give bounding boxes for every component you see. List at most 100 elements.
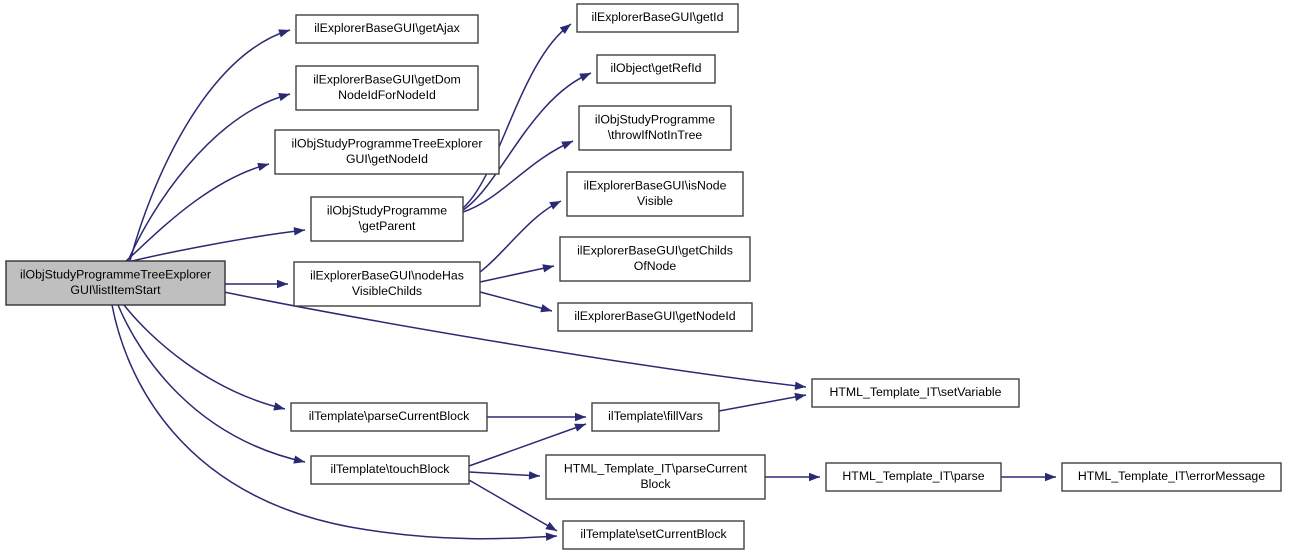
node-label: ilObjStudyProgramme\throwIfNotInTree (595, 113, 715, 143)
arrow-head-icon (545, 532, 557, 541)
call-graph-node-touchBlock[interactable]: ilTemplate\touchBlock (310, 455, 470, 485)
call-edge-root-to-getDomNodeIdForNodeId (127, 92, 291, 262)
call-edge-getParent-to-getId (462, 23, 572, 209)
node-label: ilExplorerBaseGUI\getNodeId (574, 309, 735, 323)
node-box[interactable] (576, 3, 739, 33)
call-edge-fillVars-to-setVariable (718, 392, 807, 412)
call-edge-root-to-nodeHasVisibleChilds (225, 279, 288, 289)
arrow-head-icon (561, 141, 573, 150)
call-edge-root-to-setVariable (223, 291, 807, 390)
node-box[interactable] (825, 462, 1002, 492)
arrow-head-icon (575, 412, 586, 422)
node-label: ilTemplate\touchBlock (331, 462, 451, 476)
node-label: HTML_Template_IT\parse (842, 469, 984, 483)
call-edge-root-to-setCurrentBlock (111, 304, 558, 541)
call-graph-node-errorMessage[interactable]: HTML_Template_IT\errorMessage (1061, 462, 1282, 492)
node-box[interactable] (545, 454, 766, 500)
arrow-head-icon (809, 472, 820, 482)
arrow-head-icon (794, 392, 806, 402)
arrow-head-icon (273, 402, 285, 411)
node-box[interactable] (295, 14, 479, 44)
arrow-head-icon (579, 73, 591, 82)
node-box[interactable] (1061, 462, 1282, 492)
arrow-head-icon (540, 304, 552, 313)
arrow-head-icon (559, 24, 571, 35)
arrow-head-icon (257, 162, 269, 171)
node-label: ilExplorerBaseGUI\getAjax (314, 21, 460, 35)
call-edge-root-to-getParent (127, 227, 306, 263)
arrow-head-icon (545, 521, 557, 531)
call-edge-touchBlock-to-itParseCurrentBlock (468, 471, 541, 480)
node-box[interactable] (557, 302, 753, 332)
call-graph-node-getNodeId[interactable]: ilExplorerBaseGUI\getNodeId (557, 302, 753, 332)
call-graph-node-itParse[interactable]: HTML_Template_IT\parse (825, 462, 1002, 492)
call-edge-touchBlock-to-fillVars (468, 423, 587, 467)
call-edge-root-to-getAjax (129, 29, 291, 262)
call-graph-node-setVariable[interactable]: HTML_Template_IT\setVariable (811, 378, 1020, 408)
node-label: ilTemplate\parseCurrentBlock (309, 409, 470, 423)
call-edge-itParse-to-errorMessage (1001, 472, 1056, 482)
node-label: ilTemplate\setCurrentBlock (580, 527, 727, 541)
call-graph-node-getId[interactable]: ilExplorerBaseGUI\getId (576, 3, 739, 33)
node-label: ilObject\getRefId (611, 61, 702, 75)
arrow-head-icon (1045, 472, 1056, 482)
arrow-head-icon (293, 455, 305, 464)
node-box[interactable] (310, 196, 464, 242)
edge-layer (111, 23, 1056, 541)
call-graph-node-getAjax[interactable]: ilExplorerBaseGUI\getAjax (295, 14, 479, 44)
node-box[interactable] (578, 105, 732, 151)
node-box[interactable] (591, 402, 720, 432)
node-box[interactable] (562, 520, 745, 550)
node-box[interactable] (559, 236, 751, 282)
node-box[interactable] (596, 54, 716, 84)
node-label: HTML_Template_IT\setVariable (830, 385, 1002, 399)
node-box[interactable] (274, 129, 500, 175)
node-label: HTML_Template_IT\errorMessage (1078, 469, 1265, 483)
call-graph-node-fillVars[interactable]: ilTemplate\fillVars (591, 402, 720, 432)
root-node-box[interactable] (5, 260, 226, 306)
arrow-head-icon (278, 29, 290, 38)
node-label: ilObjStudyProgramme\getParent (327, 204, 447, 234)
arrow-head-icon (542, 264, 554, 273)
call-graph-node-setCurrentBlock[interactable]: ilTemplate\setCurrentBlock (562, 520, 745, 550)
call-graph-node-parseCurrentBlock[interactable]: ilTemplate\parseCurrentBlock (290, 402, 488, 432)
node-box[interactable] (295, 65, 479, 111)
call-edge-root-to-parseCurrentBlock (123, 304, 286, 411)
arrow-head-icon (528, 471, 540, 480)
arrow-head-icon (574, 423, 586, 432)
arrow-head-icon (277, 279, 288, 289)
node-box[interactable] (310, 455, 470, 485)
arrow-head-icon (278, 92, 290, 102)
call-edge-nodeHasVisibleChilds-to-getChildsOfNode (479, 264, 555, 283)
node-box[interactable] (566, 171, 744, 217)
call-edge-touchBlock-to-setCurrentBlock (468, 479, 558, 532)
arrow-head-icon (293, 227, 305, 236)
node-box[interactable] (811, 378, 1020, 408)
call-graph-node-getParent[interactable]: ilObjStudyProgramme\getParent (310, 196, 464, 242)
call-edge-getParent-to-getRefId (462, 72, 592, 211)
call-edge-root-to-treeExplorerGetNodeId (125, 162, 270, 262)
call-edge-itParseCurrentBlock-to-itParse (765, 472, 820, 482)
node-box[interactable] (293, 261, 481, 307)
arrow-head-icon (794, 381, 806, 390)
call-edge-getParent-to-throwIfNotInTree (462, 140, 574, 213)
call-graph-node-throwIfNotInTree[interactable]: ilObjStudyProgramme\throwIfNotInTree (578, 105, 732, 151)
call-graph-node-getRefId[interactable]: ilObject\getRefId (596, 54, 716, 84)
node-box[interactable] (290, 402, 488, 432)
call-edge-nodeHasVisibleChilds-to-isNodeVisible (479, 200, 562, 273)
